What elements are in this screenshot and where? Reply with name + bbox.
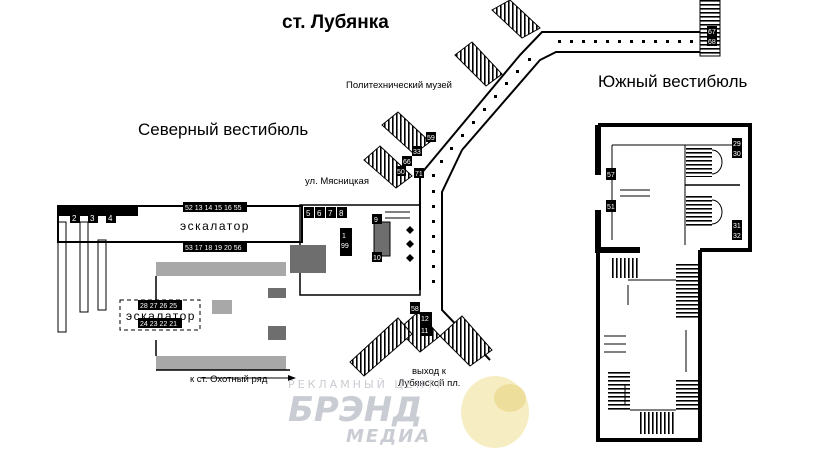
central-hall: 1 9 10 99 12 11 58: [290, 204, 432, 336]
south-vestibule: [595, 123, 752, 442]
north-spot-3: 3: [90, 214, 95, 223]
south-spot-30: 30: [733, 151, 741, 158]
south-spot-68: 68: [708, 39, 716, 46]
watermark-brand: БРЭНД: [288, 390, 423, 430]
ramp-spot-66: 66: [403, 159, 411, 166]
transfer-label: к ст. Охотный ряд: [190, 374, 268, 385]
watermark-mascot: [461, 376, 529, 448]
hall-spot-10: 10: [373, 255, 381, 262]
hall-row-spot-7: 7: [328, 209, 333, 218]
hall-spot-12: 12: [421, 316, 429, 323]
ramp-spot-59: 59: [427, 135, 435, 142]
hall-spot-58: 58: [411, 306, 419, 313]
watermark-sub: МЕДИА: [346, 426, 432, 447]
escalator-label-lower: эскалатор: [126, 309, 196, 323]
ramp-spot-33: 33: [413, 149, 421, 156]
hall-spot-1: 1: [342, 233, 346, 240]
north-spot-4: 4: [108, 214, 113, 223]
south-spots: 57 51 29 30 31 32: [606, 138, 742, 240]
stair-ramps: [349, 0, 721, 377]
south-spot-32: 32: [733, 233, 741, 240]
south-spot-31: 31: [733, 223, 741, 230]
north-lower-row-a: 28 27 26 25: [140, 303, 177, 310]
escalator-label-upper: эскалатор: [180, 219, 250, 233]
ramp-spot-71: 71: [415, 171, 423, 178]
hall-spot-11: 11: [421, 328, 428, 335]
south-spot-51: 51: [607, 204, 615, 211]
north-vestibule-title: Северный вестибюль: [138, 120, 309, 139]
south-vestibule-title: Южный вестибюль: [598, 72, 748, 91]
hall-row-spot-8: 8: [339, 209, 344, 218]
station-title: ст. Лубянка: [282, 12, 389, 33]
hall-row-spot-6: 6: [317, 209, 322, 218]
exit-label-line1: выход к: [412, 366, 446, 377]
south-spot-57: 57: [607, 172, 615, 179]
north-row-b: 52 13 14 15 16 55: [185, 205, 242, 212]
north-mid-row: 53 17 18 19 20 56: [185, 245, 242, 252]
ramp-spots: 59 33 66 50 71 67 68: [396, 26, 717, 178]
exit-label-line2: Лубянской пл.: [398, 378, 461, 389]
south-spot-29: 29: [733, 141, 741, 148]
hall-row-spots: 5 6 7 8: [304, 207, 347, 218]
south-spot-67: 67: [708, 29, 716, 36]
north-spot-2: 2: [72, 214, 77, 223]
watermark-top: РЕКЛАМНЫЙ ЦЕНТР: [288, 378, 447, 391]
corridor-dots: [432, 40, 693, 283]
hall-spot-9: 9: [374, 217, 378, 224]
hall-spot-99: 99: [341, 243, 349, 250]
north-vestibule: 2 3 4: [57, 205, 303, 381]
north-ad-rows: 52 13 14 15 16 55 53 17 18 19 20 56 28 2…: [138, 202, 247, 328]
street-label: ул. Мясницкая: [305, 176, 369, 187]
north-lower-row-b: 24 23 22 21: [140, 321, 177, 328]
hall-row-spot-5: 5: [306, 209, 311, 218]
ramp-spot-50: 50: [397, 169, 405, 176]
museum-label: Политехнический музей: [346, 80, 452, 91]
